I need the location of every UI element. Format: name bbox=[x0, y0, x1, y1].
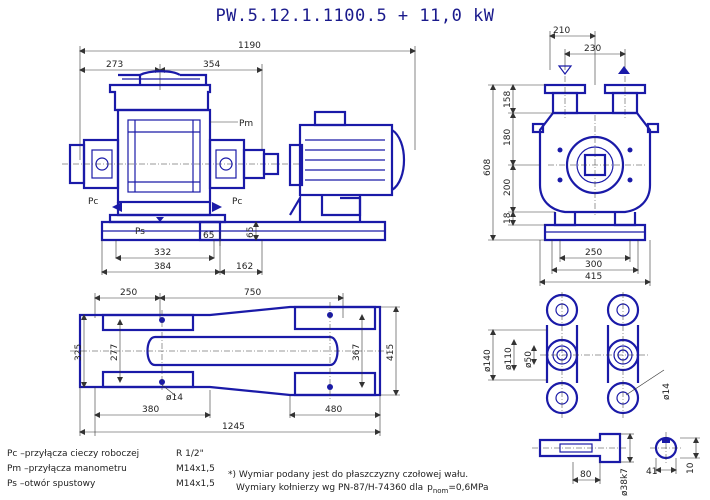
legend-row-ps: Ps –otwór spustowy M14x1,5 bbox=[7, 478, 215, 489]
dim-d50: ø50 bbox=[524, 351, 534, 368]
side-view: 1190 273 354 Pc Pc bbox=[62, 41, 416, 275]
dim-750: 750 bbox=[244, 288, 261, 298]
svg-text:Pc –przyłącza cieczy roboczej: Pc –przyłącza cieczy roboczej bbox=[7, 449, 139, 459]
dim-608: 608 bbox=[483, 159, 493, 176]
dim-d38k7: ø38k7 bbox=[620, 468, 630, 496]
legend-val-ps: M14x1,5 bbox=[176, 479, 215, 489]
dim-300: 300 bbox=[585, 260, 602, 270]
legend-row-pc: Pc –przyłącza cieczy roboczej R 1/2" bbox=[7, 449, 204, 459]
dim-480: 480 bbox=[325, 405, 342, 415]
plan-view: 250 750 325 277 367 415 ø14 bbox=[70, 288, 400, 436]
dim-332: 332 bbox=[154, 248, 171, 258]
dim-325: 325 bbox=[74, 344, 84, 361]
dim-230: 230 bbox=[584, 44, 601, 54]
dim-1245: 1245 bbox=[222, 422, 245, 432]
note-nom: nom bbox=[433, 487, 449, 495]
legend-val-pm: M14x1,5 bbox=[176, 464, 215, 474]
dim-180: 180 bbox=[503, 129, 513, 146]
note-pressure: =0,6MPa bbox=[448, 483, 488, 493]
note-p: p bbox=[427, 483, 433, 493]
dim-354: 354 bbox=[203, 60, 220, 70]
label-ps: Ps bbox=[135, 227, 145, 237]
dim-18: 18 bbox=[503, 212, 513, 224]
legend-row-pm: Pm –przyłącza manometru M14x1,5 bbox=[7, 464, 215, 474]
dim-10: 10 bbox=[686, 462, 696, 474]
dim-367: 367 bbox=[352, 344, 362, 361]
legend-sym-pm: Pm bbox=[7, 464, 21, 474]
dim-158: 158 bbox=[503, 91, 513, 108]
label-pc-left: Pc bbox=[88, 197, 98, 207]
legend: Pc –przyłącza cieczy roboczej R 1/2" Pm … bbox=[7, 449, 215, 489]
note-2: Wymiary kołnierzy wg PN-87/H-74360 dla bbox=[236, 483, 423, 493]
dim-d140: ø140 bbox=[483, 349, 493, 372]
legend-desc-ps: –otwór spustowy bbox=[17, 478, 96, 489]
label-pm: Pm bbox=[239, 119, 253, 129]
svg-text:Ps –otwór spustowy: Ps –otwór spustowy bbox=[7, 478, 96, 489]
legend-sym-pc: Pc bbox=[7, 449, 17, 459]
dim-d14-flange: ø14 bbox=[662, 383, 672, 400]
legend-sym-ps: Ps bbox=[7, 479, 17, 489]
drawing-title: PW.5.12.1.1100.5 + 11,0 kW bbox=[215, 6, 495, 26]
dim-273: 273 bbox=[106, 60, 123, 70]
dim-65-vertical: 65 bbox=[246, 227, 256, 238]
svg-text:Wymiary kołnierzy wg PN-87/H-7: Wymiary kołnierzy wg PN-87/H-74360 dla pn… bbox=[236, 483, 489, 495]
dim-200: 200 bbox=[503, 179, 513, 196]
note-1: *) Wymiar podany jest do płaszczyzny czo… bbox=[228, 470, 468, 480]
end-view: 210 230 608 bbox=[483, 26, 660, 286]
dim-210: 210 bbox=[553, 26, 570, 36]
svg-text:Pm –przyłącza manometru: Pm –przyłącza manometru bbox=[7, 464, 127, 474]
dim-80: 80 bbox=[580, 470, 592, 480]
legend-desc-pm: –przyłącza manometru bbox=[21, 464, 127, 474]
dim-250-plan: 250 bbox=[120, 288, 137, 298]
flange-view: ø140 ø110 ø50 ø14 bbox=[483, 292, 672, 418]
notes: *) Wymiar podany jest do płaszczyzny czo… bbox=[228, 470, 489, 495]
dim-384: 384 bbox=[154, 262, 171, 272]
legend-val-pc: R 1/2" bbox=[176, 449, 204, 459]
dim-d110: ø110 bbox=[504, 347, 514, 370]
label-pc-right: Pc bbox=[232, 197, 242, 207]
dim-hole-14: ø14 bbox=[166, 393, 183, 403]
dim-1190: 1190 bbox=[238, 41, 261, 51]
dim-250: 250 bbox=[585, 248, 602, 258]
dim-277: 277 bbox=[110, 344, 120, 361]
dim-65-horizontal: 65 bbox=[203, 231, 214, 241]
shaft-view: 80 ø38k7 41 10 bbox=[532, 432, 700, 496]
dim-415-plan: 415 bbox=[386, 344, 396, 361]
dim-41: 41 bbox=[646, 467, 657, 477]
dim-380: 380 bbox=[142, 405, 159, 415]
legend-desc-pc: –przyłącza cieczy roboczej bbox=[17, 449, 139, 459]
dim-162: 162 bbox=[236, 262, 253, 272]
dim-415: 415 bbox=[585, 272, 602, 282]
